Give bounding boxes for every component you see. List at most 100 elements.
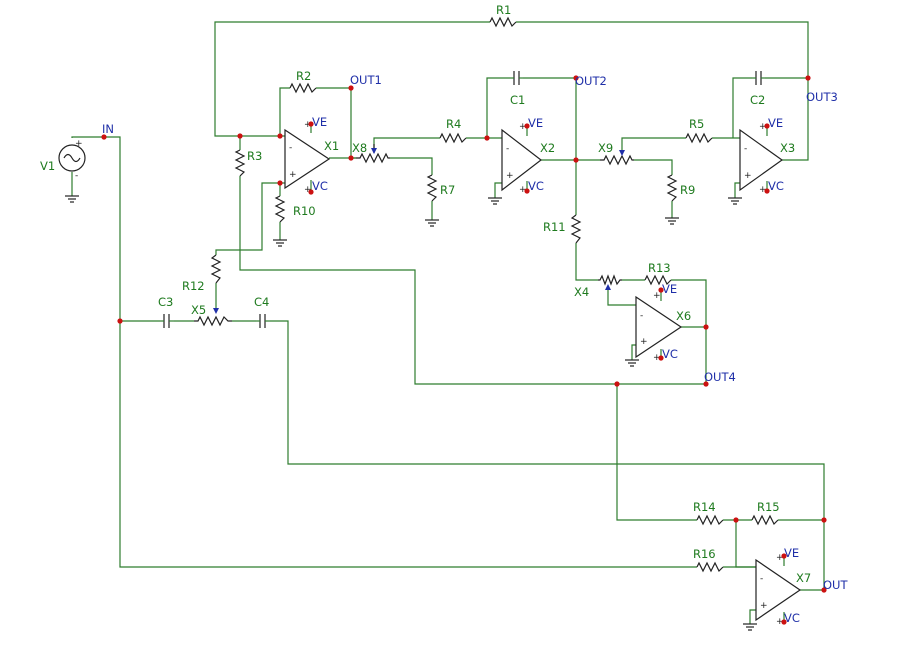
- x7-vc-label: VC: [784, 611, 800, 625]
- x1-minus-sign: -: [289, 143, 292, 153]
- ground-icon: [625, 359, 639, 367]
- x7-ve-label: VE: [784, 546, 799, 560]
- net-out3-label: OUT3: [806, 90, 838, 104]
- r3-resistor-symbol: [234, 149, 246, 177]
- x3-label: X3: [780, 141, 795, 155]
- r15-resistor-symbol: [751, 514, 779, 526]
- v1-label: V1: [40, 159, 55, 173]
- net-out1-label: OUT1: [350, 73, 382, 87]
- r16-resistor-symbol: [696, 561, 724, 573]
- x4-potentiometer-symbol: [598, 274, 622, 290]
- x7-label: X7: [796, 571, 811, 585]
- x3-opamp-symbol: [739, 128, 784, 192]
- x6-vc-sign: +: [653, 353, 661, 363]
- r12-resistor-symbol: [210, 254, 222, 284]
- v1-source-symbol: + -: [58, 139, 86, 181]
- x3-plus-sign: +: [744, 171, 752, 181]
- c4-label: C4: [254, 295, 269, 309]
- r10-resistor-symbol: [274, 195, 286, 223]
- x3-ve-sign: +: [759, 122, 767, 132]
- x7-minus-sign: -: [760, 574, 763, 584]
- net-out-label: OUT: [823, 578, 848, 592]
- x1-label: X1: [324, 139, 339, 153]
- x1-ve-label: VE: [312, 115, 327, 129]
- x1-vc-label: VC: [312, 179, 328, 193]
- v1-minus-sign: -: [75, 171, 78, 181]
- net-out2-label: OUT2: [575, 74, 607, 88]
- ground-icon: [65, 195, 79, 203]
- x1-plus-sign: +: [289, 170, 297, 180]
- r15-label: R15: [757, 500, 780, 514]
- x1-vc-sign: +: [304, 185, 312, 195]
- opamp-pin-signs: - + - + - + - + - + + + + + + + + + + +: [289, 120, 784, 627]
- r1-label: R1: [496, 3, 511, 17]
- r12-label: R12: [182, 279, 205, 293]
- resistors: [210, 16, 779, 573]
- ground-icon: [728, 197, 742, 205]
- x7-vc-sign: +: [776, 617, 784, 627]
- x7-opamp-symbol: [755, 558, 802, 622]
- r11-resistor-symbol: [570, 214, 582, 244]
- x6-plus-sign: +: [640, 337, 648, 347]
- r4-label: R4: [446, 117, 461, 131]
- x1-opamp-symbol: [284, 128, 331, 190]
- r5-label: R5: [689, 117, 704, 131]
- ground-icon: [665, 217, 679, 225]
- r7-resistor-symbol: [426, 174, 438, 202]
- ground-icon: [488, 197, 502, 205]
- x2-plus-sign: +: [506, 171, 514, 181]
- x8-potentiometer-symbol: [356, 144, 390, 164]
- x5-potentiometer-symbol: [194, 308, 232, 327]
- x3-ve-label: VE: [768, 116, 783, 130]
- x2-vc-sign: +: [519, 185, 527, 195]
- x1-ve-sign: +: [304, 120, 312, 130]
- net-labels: IN OUT1 OUT2 OUT3 OUT4 OUT VE VC VE VC V…: [102, 73, 848, 625]
- r1-resistor-symbol: [489, 16, 517, 28]
- ground-symbols: [65, 195, 757, 631]
- x3-minus-sign: -: [744, 144, 747, 154]
- c3-label: C3: [158, 295, 173, 309]
- potentiometers: [194, 144, 634, 327]
- x6-opamp-symbol: [635, 295, 683, 359]
- x5-label: X5: [191, 303, 206, 317]
- x2-label: X2: [540, 141, 555, 155]
- x6-vc-label: VC: [662, 347, 678, 361]
- r10-label: R10: [293, 204, 316, 218]
- c2-label: C2: [750, 93, 765, 107]
- x2-ve-sign: +: [519, 122, 527, 132]
- net-out4-label: OUT4: [704, 370, 736, 384]
- r2-label: R2: [296, 69, 311, 83]
- r14-resistor-symbol: [696, 514, 724, 526]
- r7-label: R7: [440, 183, 455, 197]
- x7-plus-sign: +: [760, 601, 768, 611]
- r9-resistor-symbol: [666, 174, 678, 202]
- r3-label: R3: [247, 149, 262, 163]
- wires: [71, 21, 825, 624]
- net-in-label: IN: [102, 122, 114, 136]
- r14-label: R14: [693, 500, 716, 514]
- component-labels: V1 R1 R2 R3 R4 R5 R7 R9 R10 R11 R12 R13 …: [40, 3, 811, 585]
- r16-label: R16: [693, 547, 716, 561]
- x3-vc-label: VC: [768, 179, 784, 193]
- c3-capacitor-symbol: [160, 314, 174, 328]
- ground-icon: [743, 623, 757, 631]
- ground-icon: [425, 219, 439, 227]
- x9-label: X9: [598, 141, 613, 155]
- c2-capacitor-symbol: [752, 71, 765, 85]
- r11-label: R11: [543, 220, 566, 234]
- v1-plus-sign: +: [75, 139, 83, 149]
- x6-label: X6: [676, 309, 691, 323]
- junction-dots: [101, 75, 827, 625]
- x6-ve-sign: +: [653, 291, 661, 301]
- x2-opamp-symbol: [501, 128, 542, 192]
- ground-icon: [273, 239, 287, 247]
- r4-resistor-symbol: [439, 132, 467, 144]
- x9-potentiometer-symbol: [600, 150, 634, 166]
- x7-ve-sign: +: [776, 553, 784, 563]
- x4-label: X4: [574, 285, 589, 299]
- x2-ve-label: VE: [528, 116, 543, 130]
- c4-capacitor-symbol: [256, 314, 270, 328]
- r13-resistor-symbol: [644, 274, 672, 286]
- r9-label: R9: [680, 183, 695, 197]
